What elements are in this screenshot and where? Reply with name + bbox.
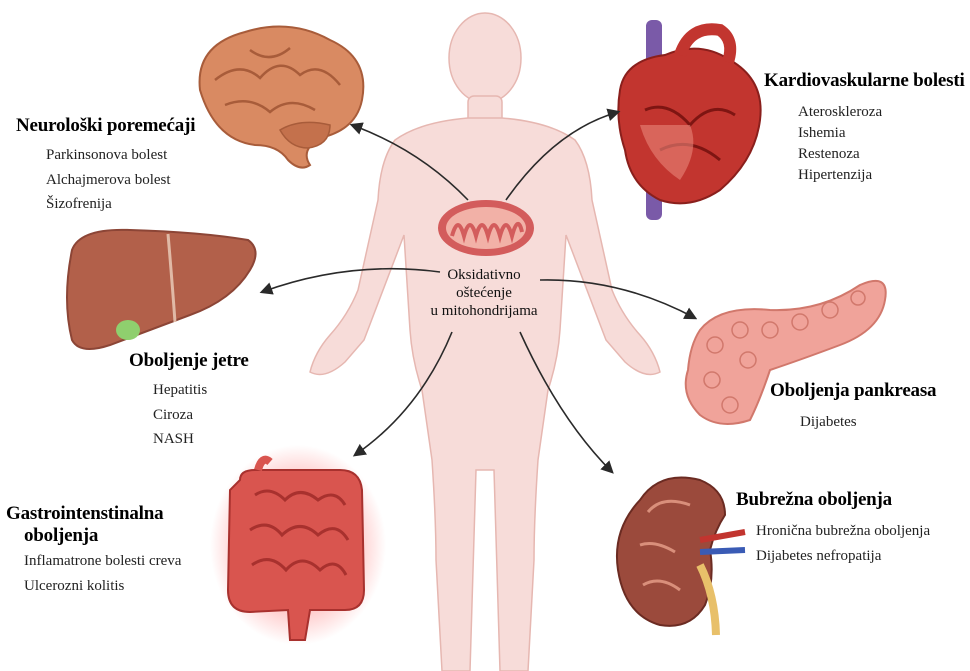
list-item: Ishemia [798,123,970,144]
group-items: Hepatitis Ciroza NASH [153,378,329,452]
group-liver: Oboljenje jetre Hepatitis Ciroza NASH [129,350,329,452]
list-item: Hepatitis [153,378,329,403]
list-item: Ulcerozni kolitis [24,574,226,599]
list-item: Hipertenzija [798,165,970,186]
intestine-icon [210,445,386,645]
group-title: Oboljenje jetre [129,350,329,372]
list-item: Šizofrenija [46,192,246,217]
group-items: Hronična bubrežna oboljenja Dijabetes ne… [756,519,968,568]
center-label-line: oštećenje [414,284,554,302]
list-item: Dijabetes nefropatija [756,544,968,569]
group-cardio: Kardiovaskularne bolesti Ateroskleroza I… [764,70,970,186]
list-item: Ateroskleroza [798,102,970,123]
group-items: Dijabetes [800,410,966,435]
list-item: Ciroza [153,403,329,428]
heart-icon [618,20,760,220]
center-label: Oksidativno oštećenje u mitohondrijama [414,266,554,320]
group-kidney: Bubrežna oboljenja Hronična bubrežna obo… [736,489,968,568]
group-title: Bubrežna oboljenja [736,489,968,511]
list-item: NASH [153,427,329,452]
group-title: Kardiovaskularne bolesti [764,70,970,92]
list-item: Restenoza [798,144,970,165]
group-title-line: Gastrointenstinalna [6,503,226,525]
kidney-icon [617,478,745,636]
list-item: Hronična bubrežna oboljenja [756,519,968,544]
list-item: Inflamatrone bolesti creva [24,549,226,574]
center-label-line: Oksidativno [414,266,554,284]
list-item: Alchajmerova bolest [46,168,246,193]
group-neuro: Neurološki poremećaji Parkinsonova boles… [16,115,246,217]
group-title: Oboljenja pankreasa [770,380,966,402]
group-gi: Gastrointenstinalna oboljenja Inflamatro… [6,503,226,598]
center-label-line: u mitohondrijama [414,302,554,320]
mitochondrion-icon [438,200,534,256]
group-title-line: oboljenja [6,525,226,547]
liver-icon [67,230,256,349]
list-item: Parkinsonova bolest [46,143,246,168]
group-items: Parkinsonova bolest Alchajmerova bolest … [46,143,246,217]
group-items: Inflamatrone bolesti creva Ulcerozni kol… [24,549,226,598]
list-item: Dijabetes [800,410,966,435]
group-items: Ateroskleroza Ishemia Restenoza Hiperten… [798,102,970,186]
group-title: Neurološki poremećaji [16,115,246,137]
group-pancreas: Oboljenja pankreasa Dijabetes [770,380,966,435]
